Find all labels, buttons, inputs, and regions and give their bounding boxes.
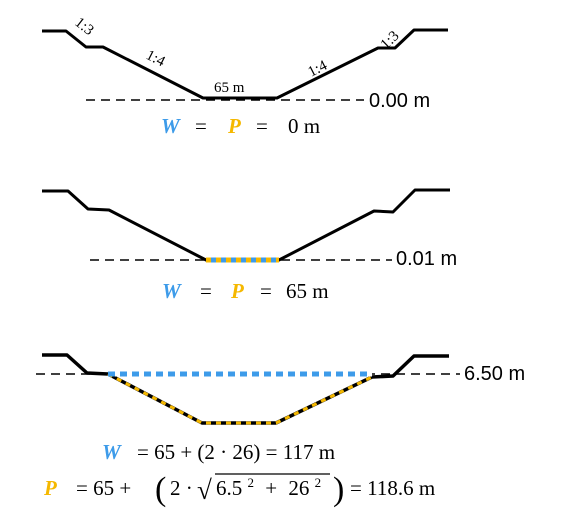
equals-sign: = <box>260 279 272 303</box>
p-prefix: = 65 + <box>76 476 131 500</box>
equals-sign: = <box>200 279 212 303</box>
slope-label-inner-left: 1:4 <box>143 47 168 70</box>
w-symbol: W <box>102 440 122 464</box>
water-level-label-3: 6.50 m <box>464 363 525 385</box>
left-paren: ( <box>155 471 166 508</box>
right-paren: ) <box>333 471 344 508</box>
p-result: = 118.6 m <box>350 476 435 500</box>
equals-sign: = <box>195 114 207 138</box>
exponent: 2 <box>315 475 322 490</box>
plus-sign: + <box>265 476 277 500</box>
water-level-label-2: 0.01 m <box>396 248 457 270</box>
radicand: 6.5 2 + 26 2 <box>216 468 321 500</box>
panel-shallow-flow: 0.01 m W = P = 65 m <box>42 188 457 303</box>
wetted-perimeter-line-3 <box>107 372 373 425</box>
equation-2: W = P = 65 m <box>162 279 329 303</box>
p-symbol: P <box>230 279 244 303</box>
channel-profile-2 <box>42 188 450 262</box>
w-symbol: W <box>162 279 182 303</box>
panel-dry-channel: 1:3 1:4 65 m 1:4 1:3 0.00 m W = P = 0 m <box>42 15 448 138</box>
exponent: 2 <box>248 475 255 490</box>
w-expression: = 65 + (2 · 26) = 117 m <box>137 440 335 464</box>
slope-label-outer-left: 1:3 <box>72 15 97 39</box>
slope-label-inner-right: 1:4 <box>306 57 331 80</box>
base-26: 26 <box>288 476 309 500</box>
w-symbol: W <box>161 114 181 138</box>
equals-sign: = <box>256 114 268 138</box>
equation-value: 65 m <box>286 279 329 303</box>
p-symbol: P <box>227 114 241 138</box>
p-symbol: P <box>43 476 57 500</box>
radical-sign: √ <box>197 475 212 505</box>
water-level-label-1: 0.00 m <box>369 90 430 112</box>
equation-w: W = 65 + (2 · 26) = 117 m <box>102 440 335 464</box>
equation-value: 0 m <box>288 114 320 138</box>
base-6-5: 6.5 <box>216 476 242 500</box>
bottom-width-label: 65 m <box>214 80 245 96</box>
channel-profile-1 <box>42 28 448 100</box>
equation-p: P = 65 + ( 2 · √ 6.5 2 + 26 2 ) = 118.6 … <box>43 468 435 508</box>
two-dot: 2 · <box>170 476 193 500</box>
panel-full-flow: 6.50 m W = 65 + (2 · 26) = 117 m P = 65 … <box>36 353 525 508</box>
channel-profile-3 <box>42 353 449 425</box>
equation-1: W = P = 0 m <box>161 114 320 138</box>
